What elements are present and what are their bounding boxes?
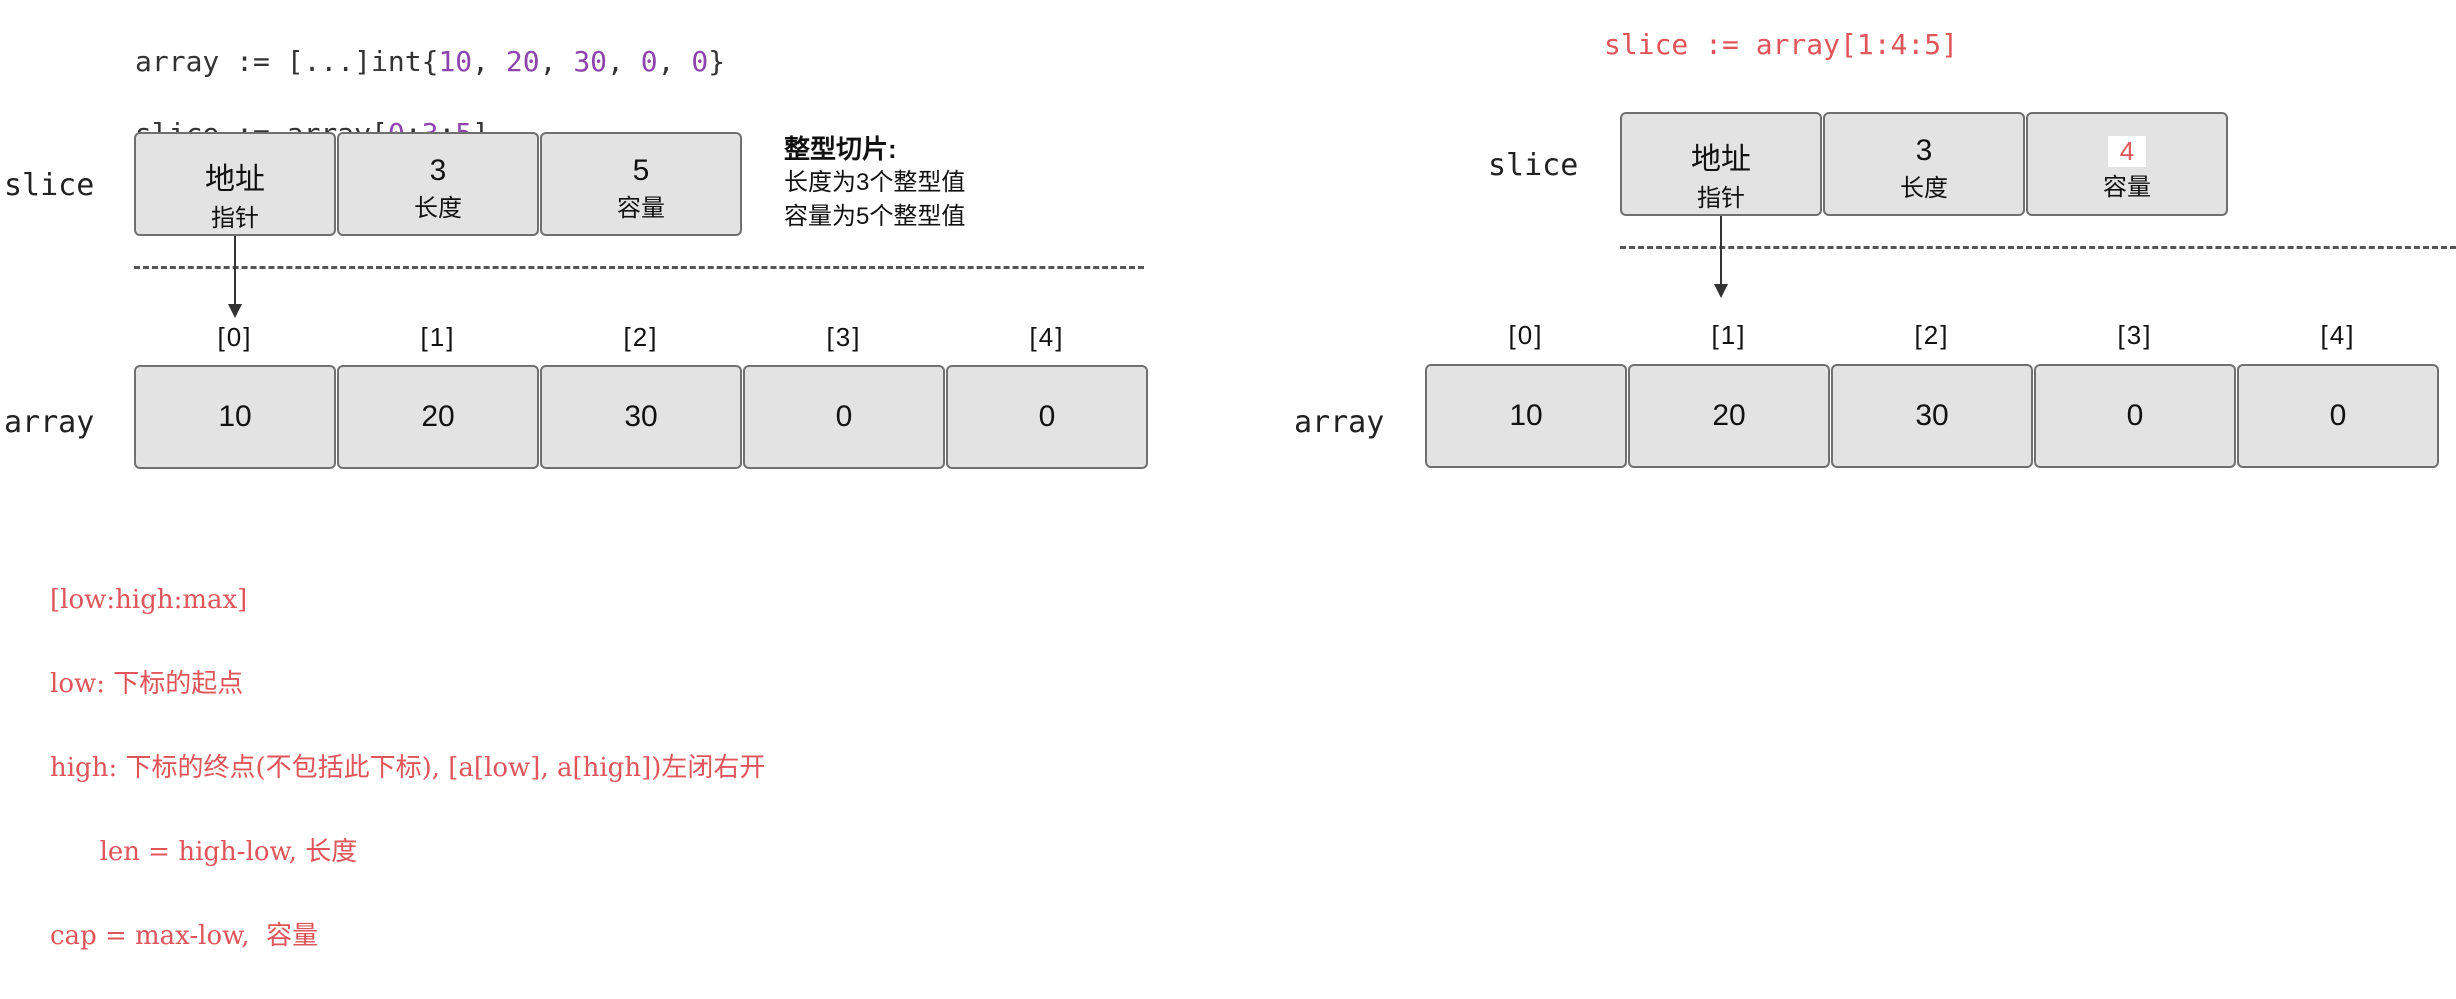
left-slice-capacity-box: 5 容量 [540, 132, 742, 236]
cell-value: 0 [2329, 399, 2347, 432]
pointer-sub-label: 指针 [1697, 185, 1745, 212]
right-index-2: [2] [1914, 320, 1950, 350]
left-array-cell-2: 30 [540, 365, 742, 469]
right-array-cell-2: 30 [1831, 364, 2033, 468]
right-pointer-arrowhead [1714, 284, 1728, 298]
left-index-4: [4] [1029, 322, 1065, 352]
right-index-0: [0] [1508, 320, 1544, 350]
rules-line-1: [low:high:max] [50, 585, 248, 615]
rules-line-4: len = high-low, 长度 [50, 837, 358, 867]
right-code-line: slice := array[1:4:5] [1604, 28, 1959, 61]
left-slice-label: slice [4, 168, 95, 203]
left-slice-note: 整型切片: 长度为3个整型值 容量为5个整型值 [784, 132, 965, 234]
right-array-cell-3: 0 [2034, 364, 2236, 468]
right-array-cell-4: 0 [2237, 364, 2439, 468]
right-index-3: [3] [2117, 320, 2153, 350]
right-dashed-divider [1620, 246, 2456, 249]
note-title: 整型切片: [784, 134, 897, 164]
left-index-2: [2] [623, 322, 659, 352]
rules-line-3: high: 下标的终点(不包括此下标), [a[low], a[high])左闭… [50, 753, 766, 783]
pointer-sub-label: 指针 [211, 205, 259, 232]
left-index-3: [3] [826, 322, 862, 352]
left-slice-pointer-box: 地址 指针 [134, 132, 336, 236]
cell-value: 30 [1915, 399, 1949, 432]
capacity-sub-label: 容量 [2103, 174, 2151, 201]
length-value: 3 [1915, 134, 1933, 167]
capacity-sub-label: 容量 [617, 195, 665, 222]
cell-value: 0 [835, 400, 853, 433]
right-slice-label: slice [1488, 148, 1579, 183]
note-line-1: 长度为3个整型值 [784, 169, 966, 196]
length-sub-label: 长度 [414, 195, 462, 222]
cell-value: 30 [624, 400, 658, 433]
right-array-cell-0: 10 [1425, 364, 1627, 468]
right-pointer-arrow-line [1720, 216, 1722, 290]
left-code-line-1: array := [...]int{10, 20, 30, 0, 0} [135, 45, 726, 78]
cell-value: 10 [218, 400, 252, 433]
left-array-label: array [4, 405, 95, 440]
left-array-cell-0: 10 [134, 365, 336, 469]
right-array-label: array [1294, 405, 1385, 440]
left-array-cell-1: 20 [337, 365, 539, 469]
cell-value: 20 [1712, 399, 1746, 432]
left-pointer-arrowhead [228, 304, 242, 318]
note-line-2: 容量为5个整型值 [784, 203, 966, 230]
right-slice-capacity-box: 4 容量 [2026, 112, 2228, 216]
left-index-0: [0] [217, 322, 253, 352]
cell-value: 0 [2126, 399, 2144, 432]
capacity-value-highlight: 4 [2107, 136, 2147, 167]
cell-value: 0 [1038, 400, 1056, 433]
pointer-main-label: 地址 [205, 163, 265, 196]
rules-line-2: low: 下标的起点 [50, 669, 244, 699]
rules-line-5: cap = max-low, 容量 [50, 921, 319, 951]
slice-rules-text: [low:high:max] low: 下标的起点 high: 下标的终点(不包… [50, 537, 765, 999]
cell-value: 20 [421, 400, 455, 433]
right-index-4: [4] [2320, 320, 2356, 350]
pointer-main-label: 地址 [1691, 143, 1751, 176]
right-slice-length-box: 3 长度 [1823, 112, 2025, 216]
left-dashed-divider [134, 266, 1144, 269]
left-slice-length-box: 3 长度 [337, 132, 539, 236]
right-slice-pointer-box: 地址 指针 [1620, 112, 1822, 216]
length-value: 3 [429, 154, 447, 187]
left-pointer-arrow-line [234, 236, 236, 310]
length-sub-label: 长度 [1900, 175, 1948, 202]
capacity-value: 5 [632, 154, 650, 187]
cell-value: 10 [1509, 399, 1543, 432]
left-array-cell-4: 0 [946, 365, 1148, 469]
right-array-cell-1: 20 [1628, 364, 1830, 468]
left-array-cell-3: 0 [743, 365, 945, 469]
left-index-1: [1] [420, 322, 456, 352]
right-index-1: [1] [1711, 320, 1747, 350]
